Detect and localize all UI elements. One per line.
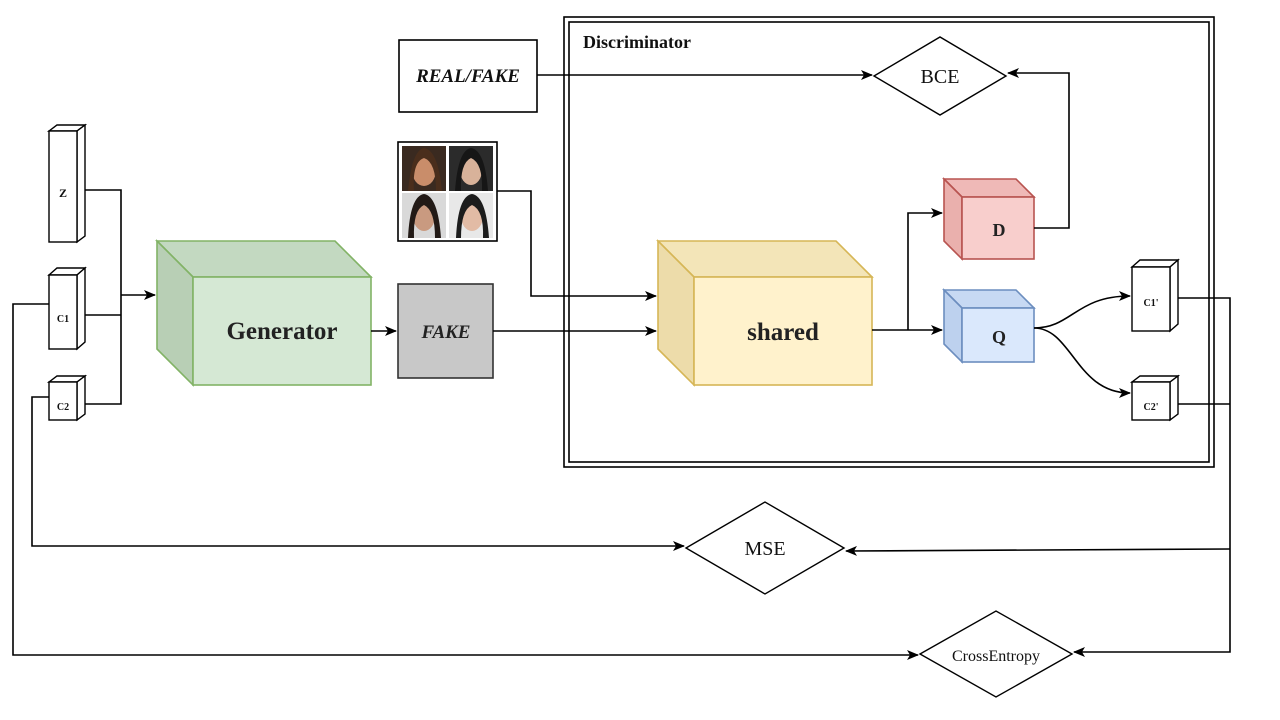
face-image-3 — [402, 193, 446, 238]
discriminator-box: Discriminator — [563, 16, 1215, 468]
q-to-c2-prime-arrow — [1033, 327, 1131, 398]
cross-entropy-loss-node: CrossEntropy — [918, 610, 1074, 698]
c1-prime-box: C1' — [1130, 258, 1180, 333]
d-to-bce-arrow — [1007, 68, 1070, 229]
real-fake-box: REAL/FAKE — [398, 39, 538, 113]
discriminator-label: Discriminator — [583, 32, 691, 52]
d-block: D — [942, 177, 1036, 261]
input-merge-line — [85, 189, 122, 405]
c1-label: C1 — [57, 314, 69, 325]
face-image-4 — [449, 193, 493, 238]
real-images-thumbnail — [397, 141, 498, 242]
shared-label: shared — [747, 319, 819, 346]
real-to-shared-arrow — [497, 190, 657, 301]
c1-prime-label: C1' — [1144, 298, 1159, 309]
q-block: Q — [942, 288, 1036, 364]
fake-box: FAKE — [397, 283, 494, 379]
cross-entropy-label: CrossEntropy — [952, 648, 1040, 665]
z-label: Z — [59, 186, 67, 200]
c2-prime-to-mse-arrow — [845, 545, 1231, 556]
c2-to-mse-arrow — [31, 396, 685, 551]
c2-prime-box: C2' — [1129, 374, 1181, 422]
shared-to-d-arrow — [907, 208, 943, 330]
c1-to-ce-arrow — [12, 303, 919, 660]
q-label: Q — [992, 327, 1006, 347]
c2-input-box: C2 — [46, 374, 88, 422]
real-fake-label: REAL/FAKE — [415, 66, 520, 87]
face-image-2 — [449, 146, 493, 191]
mse-label: MSE — [744, 538, 785, 560]
bce-label: BCE — [921, 66, 960, 88]
face-image-1 — [402, 146, 446, 191]
c2-prime-label: C2' — [1144, 402, 1159, 413]
q-to-c1-prime-arrow — [1033, 291, 1131, 329]
c1-input-box: C1 — [47, 266, 87, 351]
d-label: D — [993, 220, 1006, 240]
generator-block: Generator — [155, 239, 373, 387]
c2-label: C2 — [57, 402, 69, 413]
connectors — [12, 68, 1231, 660]
shared-block: shared — [656, 239, 874, 387]
c1-prime-to-ce-arrow — [1073, 297, 1231, 657]
mse-loss-node: MSE — [684, 501, 846, 595]
z-input-box: Z — [46, 123, 88, 244]
fake-label: FAKE — [421, 322, 471, 343]
generator-label: Generator — [226, 318, 337, 345]
bce-loss-node: BCE — [872, 36, 1008, 116]
